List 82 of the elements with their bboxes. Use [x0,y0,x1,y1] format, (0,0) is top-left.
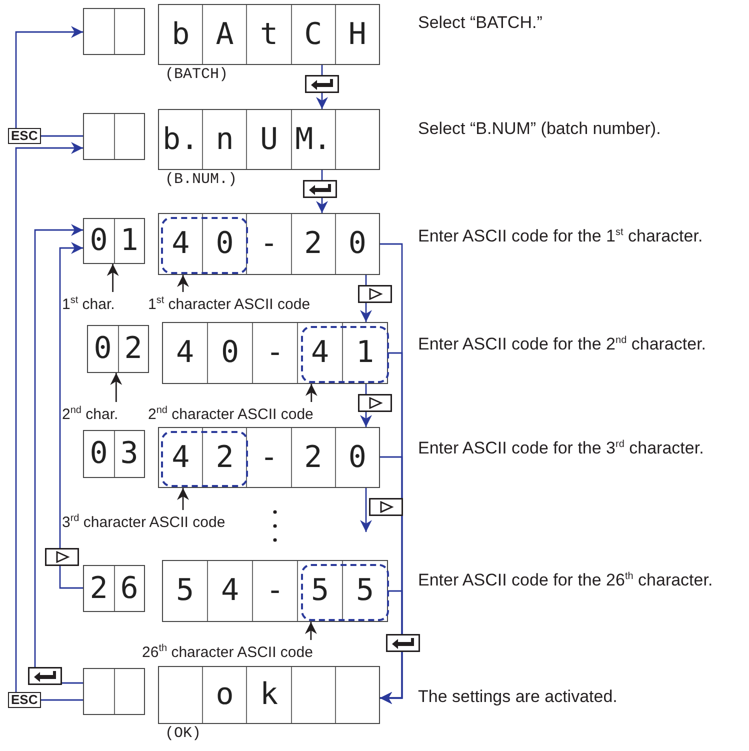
instruction-text: The settings are activated. [418,686,618,707]
display-digit: 0 [94,334,112,364]
display-digit: 4 [172,229,190,259]
display-digit: 4 [310,338,330,368]
display-digit: - [266,338,284,368]
display-digit: 6 [120,574,138,604]
instruction-text: Select “BATCH.” [418,12,544,33]
instruction-text: Enter ASCII code for the 3$^{rd}$ character. [418,438,705,459]
sub-display [83,430,145,478]
display-digit: 0 [348,229,366,259]
display-digit: 0 [216,229,234,259]
display-digit: 5 [310,576,330,606]
display-digit: A [216,20,234,50]
leader-arrow [106,264,119,292]
display-digit: 4 [176,338,194,368]
display-digit: C [304,20,322,50]
annotation-text: 26$^{th}$ character ASCII code [142,640,313,662]
flow-arrow [380,590,403,704]
sub-display [87,325,149,373]
display-digit: 5 [176,576,194,606]
display-digit: M. [295,124,332,154]
display-digit: H [348,20,366,50]
instruction-text: Select “B.NUM” (batch number). [418,118,662,139]
display-caption: (BATCH) [165,66,228,83]
display-digit: 2 [90,574,108,604]
flow-arrow [15,142,83,701]
leader-arrow [177,275,189,292]
display-digit: 2 [304,442,322,472]
leader-arrow [305,384,318,402]
flow-arrow [34,224,83,684]
flow-arrow [15,26,83,137]
lcd-display [162,322,388,384]
flow-arrow [59,242,83,589]
key-label: ESC [8,692,41,708]
instruction-text: Enter ASCII code for the 1$^{st}$ character. [418,226,704,247]
display-digit: 5 [356,576,374,606]
display-digit: n [216,124,234,154]
annotation-text: 2$^{nd}$ char. [62,402,118,424]
display-digit: k [260,680,278,710]
display-digit: - [266,576,284,606]
display-caption: (OK) [165,725,202,742]
leader-arrow [110,373,122,402]
display-digit: 0 [90,226,108,256]
display-digit: 4 [172,442,190,472]
display-digit: b [172,20,190,50]
display-digit: 2 [216,442,234,472]
display-digit: - [260,442,278,472]
display-digit: - [260,229,278,259]
display-digit: 1 [356,338,374,368]
instruction-text: Enter ASCII code for the 26$^{th}$ character. [418,570,714,591]
display-digit: 0 [90,439,108,469]
flow-arrow [360,275,372,322]
display-digit: 0 [348,442,366,472]
lcd-display [158,427,380,488]
sub-display [83,668,145,715]
flow-arrow [360,384,372,427]
display-caption: (B.NUM.) [165,171,238,188]
display-digit: 0 [220,338,240,368]
annotation-text: 2$^{nd}$ character ASCII code [148,402,314,424]
leader-arrow [177,488,189,510]
display-digit: 3 [120,439,138,469]
key-label: ESC [8,128,41,144]
lcd-display [162,560,388,622]
display-digit: U [260,124,278,154]
sub-display [83,218,145,264]
annotation-text: 1$^{st}$ char. [62,292,115,314]
instruction-text: Enter ASCII code for the 2$^{nd}$ character. [418,334,708,355]
display-digit: 1 [120,226,138,256]
display-digit: b. [162,124,199,154]
sub-display [83,565,145,612]
sub-display [83,8,145,55]
lcd-display [158,213,380,275]
annotation-text: 1$^{st}$ character ASCII code [148,292,310,314]
leader-arrow [304,622,317,640]
display-digit: 2 [304,229,322,259]
display-digit: o [216,680,234,710]
display-digit: t [260,20,278,50]
display-digit: 4 [220,576,240,606]
annotation-text: 3$^{rd}$ character ASCII code [62,510,226,532]
flow-arrow [360,488,372,532]
sub-display [83,113,145,160]
display-digit: 2 [124,334,142,364]
